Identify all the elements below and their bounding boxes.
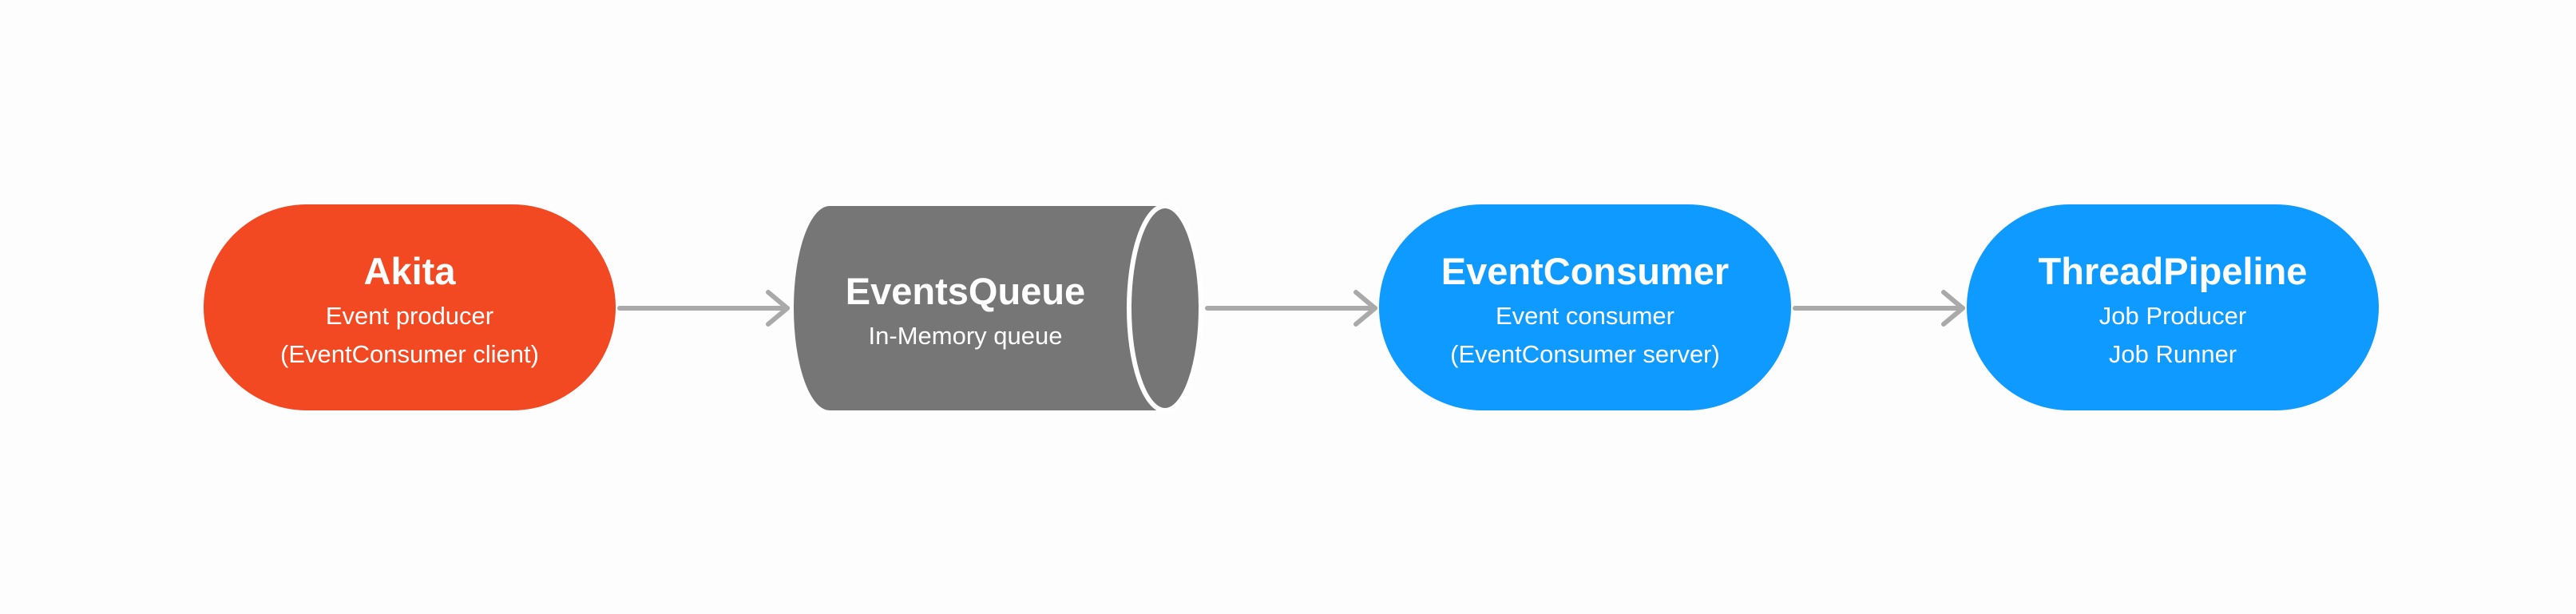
edge-event-consumer-to-thread-pipeline [1793, 290, 1965, 327]
node-events-queue: EventsQueue In-Memory queue [794, 204, 1203, 413]
node-akita: Akita Event producer (EventConsumer clie… [204, 204, 616, 410]
node-thread-pipeline: ThreadPipeline Job Producer Job Runner [1967, 204, 2379, 410]
node-akita-line1: Event producer [326, 302, 493, 330]
node-event-consumer-line2: (EventConsumer server) [1450, 340, 1720, 368]
node-thread-pipeline-title: ThreadPipeline [2039, 250, 2308, 292]
node-akita-title: Akita [364, 250, 457, 292]
node-event-consumer-title: EventConsumer [1441, 250, 1729, 292]
node-thread-pipeline-line2: Job Runner [2109, 340, 2237, 368]
edge-akita-to-events-queue [617, 290, 790, 327]
node-event-consumer: EventConsumer Event consumer (EventConsu… [1379, 204, 1791, 410]
edge-events-queue-to-event-consumer [1205, 290, 1377, 327]
node-akita-line2: (EventConsumer client) [280, 340, 539, 368]
node-thread-pipeline-line1: Job Producer [2099, 302, 2246, 330]
node-events-queue-line1: In-Memory queue [869, 322, 1063, 350]
node-event-consumer-line1: Event consumer [1496, 302, 1674, 330]
node-events-queue-title: EventsQueue [846, 270, 1085, 312]
